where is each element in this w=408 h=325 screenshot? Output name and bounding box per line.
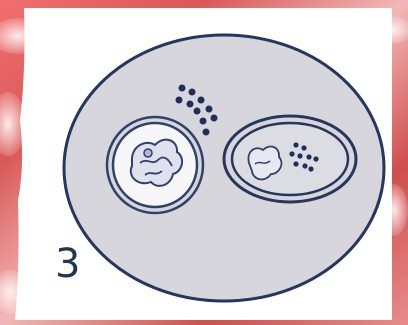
cytoplasm-dot bbox=[176, 97, 183, 104]
cytoplasm-dot bbox=[194, 108, 201, 115]
inclusion-dot bbox=[297, 153, 302, 158]
cytoplasm-dot bbox=[187, 101, 194, 108]
inclusion-dot bbox=[289, 151, 294, 156]
cytoplasm-dot bbox=[179, 85, 186, 92]
cytoplasm-dot bbox=[198, 97, 205, 104]
cytoplasm-dot bbox=[189, 89, 196, 96]
cytoplasm-dot bbox=[203, 129, 210, 136]
inclusion-dot bbox=[313, 156, 318, 161]
inclusion-dot bbox=[308, 166, 313, 171]
inclusion-dot bbox=[293, 142, 298, 147]
left-nucleus-spot bbox=[144, 149, 152, 157]
cytoplasm-dot bbox=[200, 118, 207, 125]
cytoplasm-dot bbox=[211, 115, 218, 122]
panel-number: 3 bbox=[55, 244, 80, 284]
inclusion-dot bbox=[293, 161, 298, 166]
inclusion-dot bbox=[302, 163, 307, 168]
inclusion-dot bbox=[306, 154, 311, 159]
cytoplasm-dot bbox=[206, 106, 213, 113]
inclusion-dot bbox=[301, 145, 306, 150]
